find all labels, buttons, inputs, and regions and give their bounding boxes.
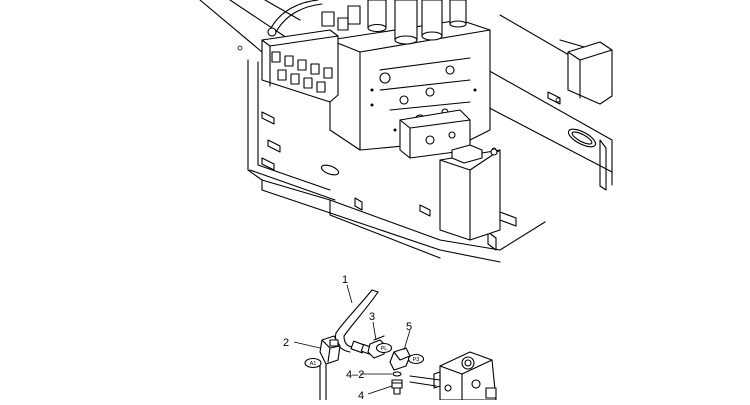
callout-4: 4 [358, 390, 364, 400]
port-tag-a1-label: A1 [310, 361, 317, 367]
o-ring-part-4-2 [392, 371, 402, 377]
port-tag-p3: P3 [407, 353, 425, 365]
valve-block-detail [409, 351, 497, 401]
machine-frame [199, 0, 613, 263]
hose-detail [319, 289, 497, 401]
mounting-box [439, 144, 501, 241]
hose-part-1 [335, 289, 373, 334]
callout-2: 2 [283, 337, 289, 349]
port-tag-a1: A1 [304, 357, 322, 369]
adapter-part-4 [391, 379, 403, 395]
port-tag-p3-label: P3 [413, 357, 420, 363]
port-tag-pl-label: PL [381, 346, 388, 352]
callout-4-2: 4–2 [346, 369, 364, 381]
elbow-fitting-part-2 [319, 335, 341, 365]
port-tag-pl: PL [375, 342, 393, 354]
callout-1: 1 [342, 274, 348, 286]
callout-3: 3 [369, 311, 375, 323]
callout-leaders [293, 284, 411, 395]
elbow-fitting-part-5 [389, 347, 411, 371]
callout-5: 5 [406, 321, 412, 333]
control-valve-assembly [261, 0, 491, 159]
